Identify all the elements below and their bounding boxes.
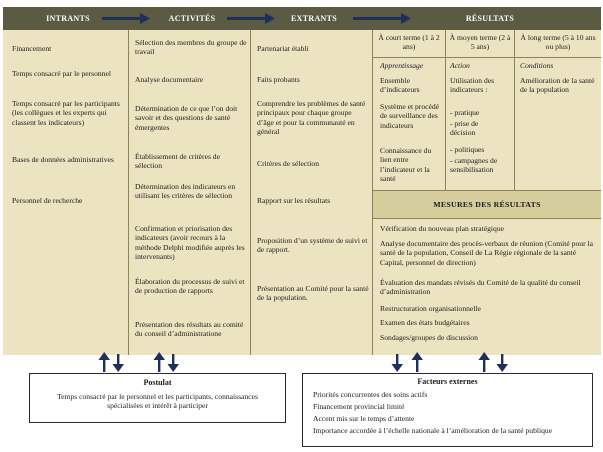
header-extrants: EXTRANTS	[291, 14, 337, 23]
header-bar	[3, 7, 601, 30]
term-moyen: À moyen terme (2 à 5 ans)	[449, 33, 511, 52]
result-item: Système et procédé de surveillance des i…	[380, 102, 440, 130]
vertical-arrows	[98, 352, 508, 372]
mesure-item: Restructuration organisationnelle	[380, 304, 481, 313]
postulat-title: Postulat	[143, 378, 172, 387]
intrant-item: Personnel de recherche	[12, 196, 83, 205]
activite-item: Sélection des membres du groupe de trava…	[135, 38, 247, 57]
activite-item: Élaboration du processus de suivi et de …	[135, 277, 245, 296]
extrant-item: Rapport sur les résultats	[257, 196, 331, 205]
header-resultats: RÉSULTATS	[465, 14, 515, 23]
mesure-item: Évaluation des mandats révisés du Comité…	[380, 278, 581, 297]
result-item: Connaissance du lien entre l’indicateur …	[380, 146, 432, 184]
mesures-title: MESURES DES RÉSULTATS	[373, 191, 601, 218]
facteur-item: Importance accordée à l’échelle national…	[313, 426, 553, 435]
mesure-item: Analyse documentaire des procès-verbaux …	[380, 239, 593, 267]
arrow-down-icon	[112, 354, 124, 372]
extrant-item: Partenariat établi	[257, 44, 309, 53]
result-item: Ensemble d’indicateurs	[380, 76, 420, 95]
extrant-item: Critères de sélection	[257, 159, 319, 168]
postulat-text: Temps consacré par le personnel et les p…	[57, 392, 258, 411]
term-long: À long terme (5 à 10 ans ou plus)	[520, 33, 596, 52]
facteur-item: Accent mis sur le temps d’attente	[313, 414, 415, 423]
header-activites: ACTIVITÉS	[168, 14, 216, 23]
arrow-up-icon	[153, 352, 165, 372]
facteurs-list: Priorités concurrentes des soins actifs …	[313, 390, 592, 438]
result-item: - pratique	[450, 108, 480, 117]
category-label: Apprentissage	[380, 61, 424, 70]
facteurs-title: Facteurs externes	[417, 377, 478, 386]
facteurs-box: Facteurs externes Priorités concurrentes…	[302, 373, 593, 447]
arrow-down-icon	[167, 354, 179, 372]
header-intrants: INTRANTS	[46, 14, 90, 23]
result-item: Utilisation des indicateurs :	[450, 76, 495, 95]
result-item: Amélioration de la santé de la populatio…	[520, 76, 595, 95]
activite-item: Confirmation et priorisation des indicat…	[135, 224, 245, 262]
intrant-item: Bases de données administratives	[12, 155, 114, 164]
activite-item: Détermination de ce que l’on doit savoir…	[135, 104, 238, 132]
result-item: - politiques	[450, 145, 485, 154]
arrow-down-icon	[496, 354, 508, 372]
arrow-up-icon	[411, 352, 423, 372]
intrant-item: Temps consacré par le personnel	[12, 69, 111, 78]
mesure-item: Sondages/groupes de discussion	[380, 333, 478, 342]
facteur-item: Financement provincial limité	[313, 402, 405, 411]
arrow-up-icon	[98, 352, 110, 372]
mesure-item: Examen des états budgétaires	[380, 318, 470, 327]
intrant-item: Temps consacré par les participants (les…	[12, 99, 120, 127]
result-item: - campagnes de sensibilisation	[450, 156, 498, 175]
intrant-item: Financement	[12, 44, 52, 53]
activite-item: Analyse documentaire	[135, 75, 204, 84]
arrow-icon	[102, 13, 411, 24]
extrant-item: Faits probants	[257, 75, 300, 84]
activite-item: Détermination des indicateurs en utilisa…	[135, 182, 236, 201]
category-label: Action	[450, 61, 470, 70]
term-court: À court terme (1 à 2 ans)	[378, 33, 440, 52]
postulat-box: Postulat Temps consacré par le personnel…	[29, 373, 286, 423]
category-label: Conditions	[520, 61, 554, 70]
extrant-item: Présentation au Comité pour la santé de …	[257, 284, 369, 303]
header-arrows	[102, 13, 411, 24]
extrant-item: Proposition d’un système de suivi et de …	[257, 236, 368, 255]
mesure-item: Vérification du nouveau plan stratégique	[380, 224, 504, 233]
arrow-down-icon	[391, 354, 403, 372]
activite-item: Présentation des résultats au comité du …	[135, 320, 244, 339]
result-item: - prise de décision	[450, 119, 479, 138]
extrant-item: Comprendre les problèmes de santé princi…	[257, 99, 366, 137]
facteur-item: Priorités concurrentes des soins actifs	[313, 390, 428, 399]
arrow-up-icon	[478, 352, 490, 372]
activite-item: Établissement de critères de sélection	[135, 152, 220, 171]
